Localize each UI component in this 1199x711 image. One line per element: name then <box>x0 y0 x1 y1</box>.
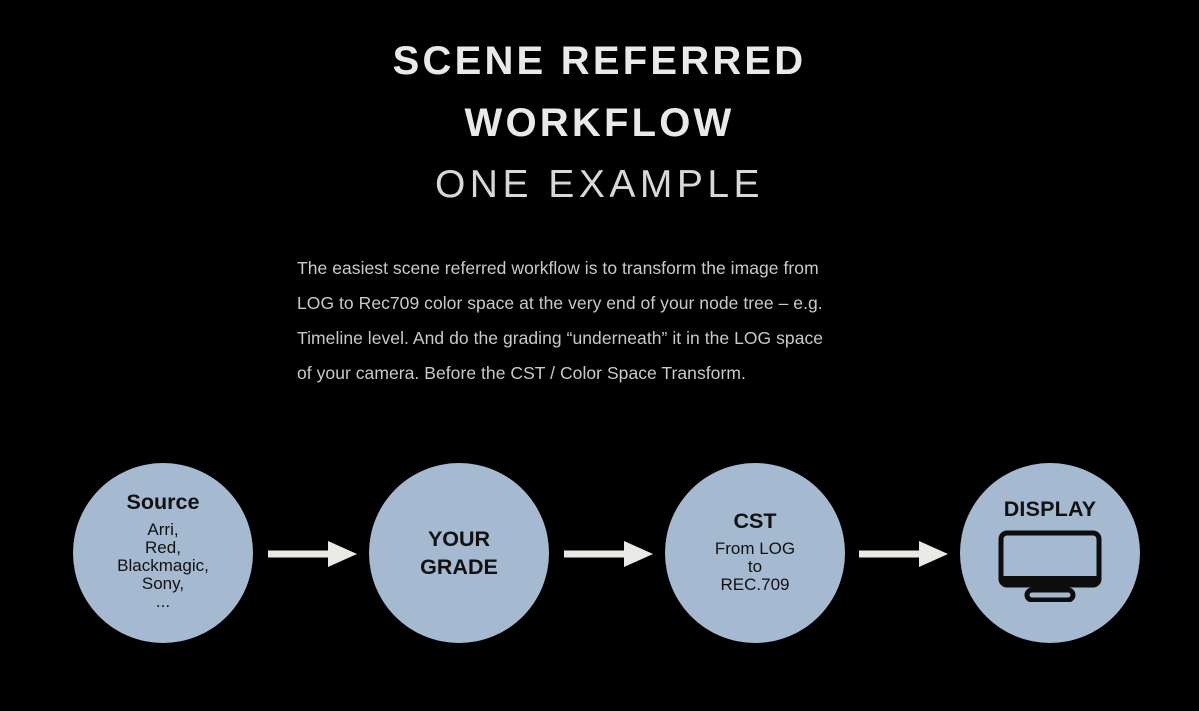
node-source-title: Source <box>126 490 200 514</box>
node-grade-line-2: GRADE <box>420 555 498 579</box>
node-display-title: DISPLAY <box>1003 496 1097 521</box>
flow-node-source: Source Arri, Red, Blackmagic, Sony, ... <box>73 463 253 643</box>
node-source-sublist: Arri, Red, Blackmagic, Sony, ... <box>117 521 209 611</box>
body-paragraph: The easiest scene referred workflow is t… <box>297 251 919 391</box>
list-item: ... <box>155 592 171 611</box>
paragraph-line: Timeline level. And do the grading “unde… <box>297 328 824 348</box>
list-item: Arri, <box>147 520 179 539</box>
arrow-right-icon <box>564 538 654 570</box>
node-cst-title: CST <box>733 509 777 533</box>
list-item: Red, <box>145 538 181 557</box>
page-title: SCENE REFERRED WORKFLOW ONE EXAMPLE <box>0 30 1199 215</box>
paragraph-line: LOG to Rec709 color space at the very en… <box>297 293 823 313</box>
paragraph-line: of your camera. Before the CST / Color S… <box>297 363 746 383</box>
flow-node-your-grade: YOUR GRADE <box>369 463 549 643</box>
list-item: REC.709 <box>720 575 790 594</box>
node-cst-sublist: From LOG to REC.709 <box>715 540 795 594</box>
list-item: From LOG <box>714 539 796 558</box>
node-grade-line-1: YOUR <box>427 527 491 551</box>
list-item: to <box>747 557 763 576</box>
paragraph-line: The easiest scene referred workflow is t… <box>297 258 819 278</box>
list-item: Blackmagic, <box>117 556 209 575</box>
arrow-right-icon <box>268 538 358 570</box>
flow-node-cst: CST From LOG to REC.709 <box>665 463 845 643</box>
flow-node-display: DISPLAY <box>960 463 1140 643</box>
title-line-2: WORKFLOW <box>464 101 735 145</box>
monitor-icon <box>998 530 1102 607</box>
arrow-right-icon <box>859 538 949 570</box>
title-subtitle: ONE EXAMPLE <box>434 163 765 206</box>
workflow-diagram: Source Arri, Red, Blackmagic, Sony, ... … <box>0 463 1199 645</box>
title-line-1: SCENE REFERRED <box>392 39 807 83</box>
list-item: Sony, <box>141 574 185 593</box>
